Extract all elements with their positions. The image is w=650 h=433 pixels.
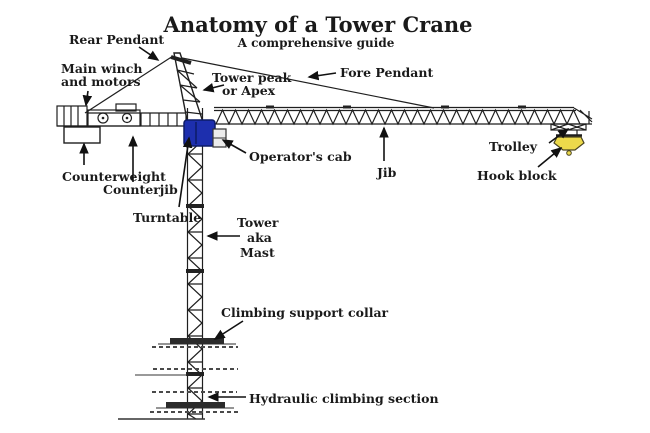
hook-block-arrow	[537, 146, 563, 168]
label-trolley: Trolley	[489, 128, 570, 154]
label-rear-pendant: Rear Pendant	[69, 32, 164, 61]
trolley-label: Trolley	[489, 139, 538, 154]
page-subtitle: A comprehensive guide	[237, 36, 395, 50]
label-turntable: Turntable	[133, 136, 201, 225]
climbing-collar-arrow	[213, 320, 244, 340]
climbing-support-collar	[158, 338, 236, 345]
tower-peak-arrow	[202, 83, 225, 93]
turntable-arrow	[178, 136, 193, 208]
jib-tip	[573, 107, 593, 124]
mast-lattice	[187, 127, 203, 420]
building-floor-lines	[118, 346, 240, 420]
climbing-collar-label: Climbing support collar	[221, 305, 389, 320]
operators-cab-label: Operator's cab	[249, 149, 352, 164]
label-tower-peak: Tower peak or Apex	[202, 70, 292, 98]
rear-pendant-arrow	[138, 46, 160, 61]
label-main-winch: Main winch and motors	[61, 61, 142, 107]
tower-mast-structure	[186, 108, 204, 420]
tower-mast-label-line1: Tower	[237, 215, 279, 230]
label-operators-cab: Operator's cab	[221, 139, 352, 164]
counterweight-label: Counterweight	[62, 169, 166, 184]
jib-structure	[214, 105, 593, 126]
page-title: Anatomy of a Tower Crane	[163, 12, 473, 37]
counterjib-label: Counterjib	[103, 182, 178, 197]
counterjib-structure	[56, 103, 192, 127]
label-climbing-collar: Climbing support collar	[213, 305, 389, 340]
label-tower-mast: Tower aka Mast	[206, 215, 279, 260]
counterweight-block	[63, 126, 101, 144]
tower-peak-label-line1: Tower peak	[212, 70, 292, 85]
rear-pendant-line	[84, 55, 174, 114]
label-counterjib: Counterjib	[103, 135, 178, 197]
label-hydraulic-section: Hydraulic climbing section	[207, 391, 439, 406]
jib-truss-zigzag	[215, 108, 581, 126]
turntable-label: Turntable	[133, 210, 201, 225]
main-winch-arrow	[82, 90, 93, 107]
operators-cab-arrow	[221, 139, 247, 154]
fore-pendant-label: Fore Pendant	[340, 65, 433, 80]
hydraulic-section-label: Hydraulic climbing section	[249, 391, 439, 406]
tower-mast-label-line3: Mast	[240, 245, 275, 260]
hook-block-label: Hook block	[477, 168, 557, 183]
trolley-arrow	[548, 128, 570, 144]
label-jib: Jib	[376, 126, 397, 180]
jib-label: Jib	[376, 165, 397, 180]
label-hook-block: Hook block	[477, 146, 563, 183]
rear-pendant-label: Rear Pendant	[69, 32, 164, 47]
tower-mast-label-line2: aka	[247, 230, 272, 245]
main-winch-label-line2: and motors	[61, 74, 141, 89]
fore-pendant-arrow	[307, 70, 337, 81]
fore-pendant-line	[181, 57, 435, 109]
hydraulic-climbing-section	[156, 402, 234, 409]
trolley	[550, 123, 587, 137]
tower-peak-label-line2: or Apex	[222, 83, 276, 98]
label-fore-pendant: Fore Pendant	[307, 65, 433, 81]
hook-block	[553, 136, 585, 156]
label-counterweight: Counterweight	[62, 142, 166, 184]
main-winch-label-line1: Main winch	[61, 61, 142, 76]
